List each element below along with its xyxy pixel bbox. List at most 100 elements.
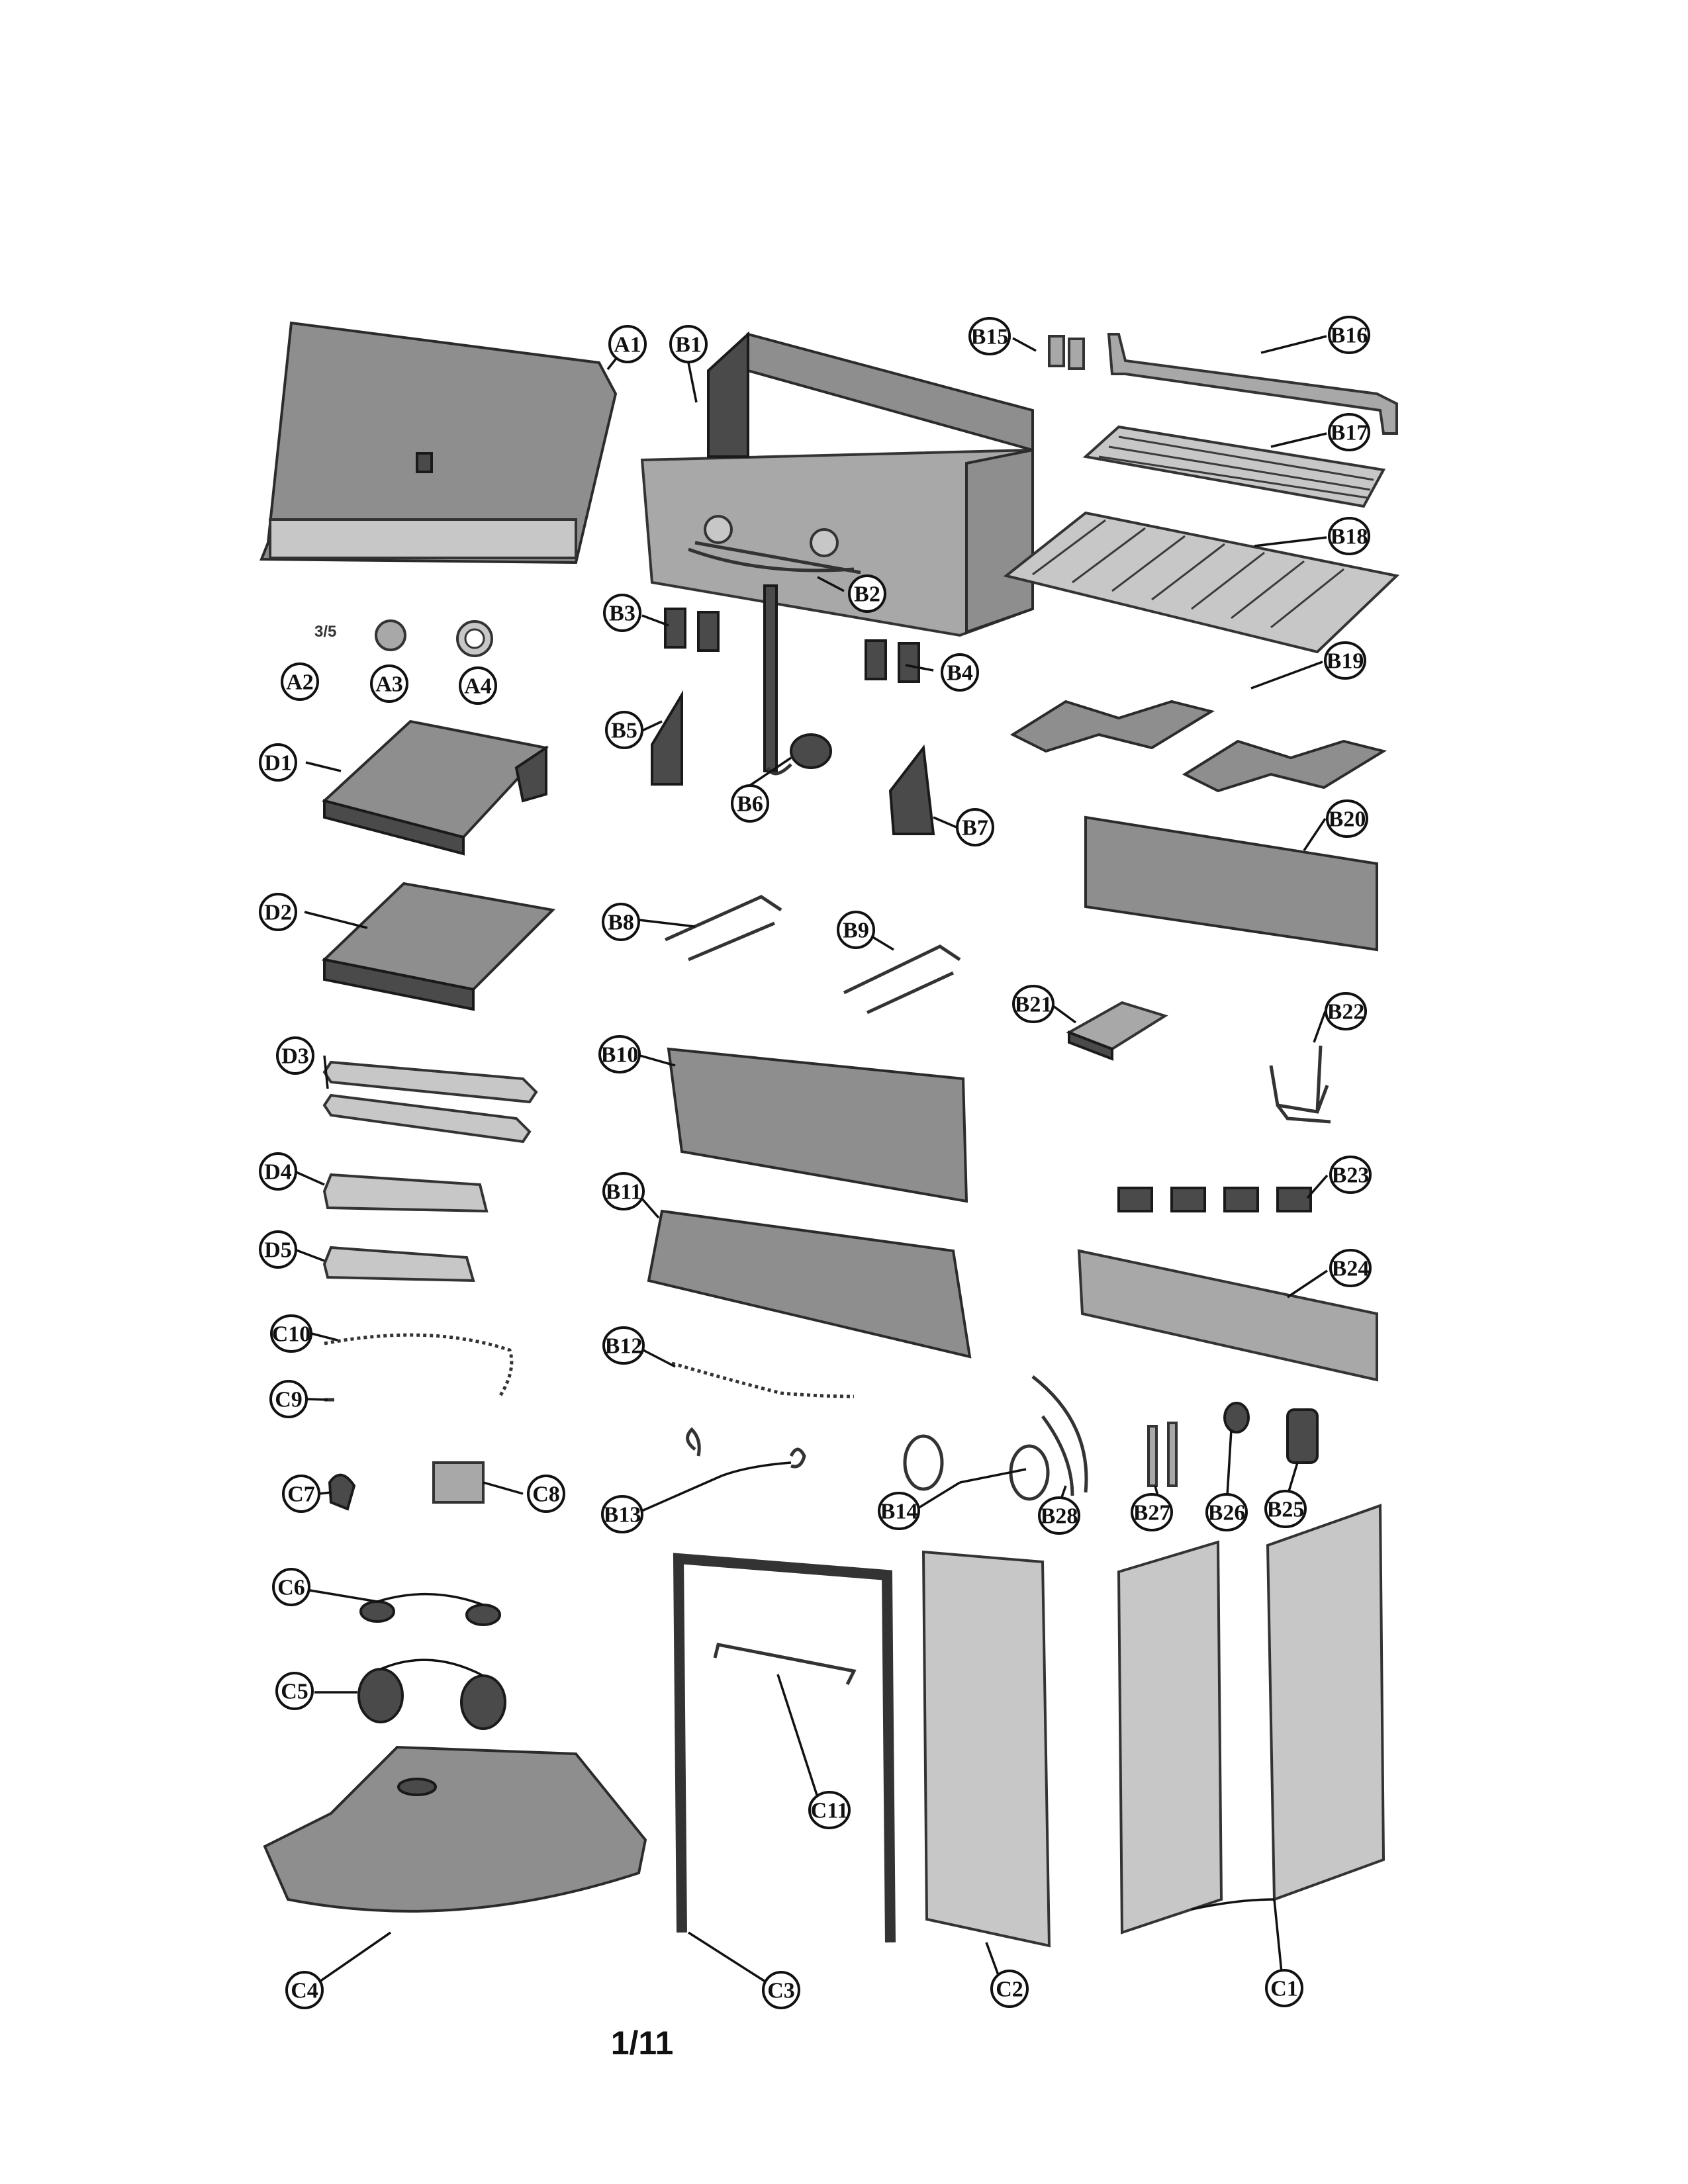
- callout-d3: D3: [276, 1036, 314, 1075]
- callout-label: C8: [532, 1482, 560, 1507]
- callout-b12: B12: [602, 1326, 645, 1365]
- callout-label: B9: [843, 919, 869, 943]
- part-a3-knob-insert: [375, 619, 406, 651]
- callout-c8: C8: [527, 1475, 565, 1513]
- callout-label: B4: [947, 661, 973, 686]
- part-b22-grease-cup-holder: [1269, 1045, 1331, 1124]
- part-b10-heat-shield: [667, 1047, 968, 1203]
- callout-label: B2: [854, 582, 880, 607]
- callout-label: B24: [1332, 1257, 1370, 1281]
- callout-label: B6: [737, 792, 763, 817]
- callout-b17: B17: [1328, 413, 1370, 451]
- part-c7-hook: [328, 1473, 356, 1511]
- callout-b20: B20: [1326, 799, 1368, 838]
- part-a4-ring: [456, 620, 493, 657]
- callout-c3: C3: [762, 1971, 800, 2009]
- callout-b6: B6: [731, 784, 769, 823]
- callout-c7: C7: [282, 1475, 320, 1513]
- part-b13-crossover-tubes: [686, 1427, 806, 1469]
- part-b7-bracket: [888, 744, 935, 835]
- callout-d5: D5: [259, 1230, 297, 1269]
- part-b18-cooking-grate: [1003, 511, 1400, 654]
- callout-b9: B9: [837, 911, 875, 949]
- part-b2-valve-manifold: [694, 541, 861, 574]
- part-b17-warming-rack: [1082, 425, 1386, 508]
- callout-b11: B11: [602, 1172, 645, 1210]
- callout-b19: B19: [1324, 641, 1366, 680]
- part-b19-heat-tents: [1009, 700, 1387, 793]
- callout-b10: B10: [598, 1035, 641, 1073]
- callout-b13: B13: [601, 1495, 643, 1533]
- callout-a3: A3: [370, 664, 408, 703]
- callout-label: C5: [281, 1680, 308, 1704]
- callout-c1: C1: [1265, 1969, 1303, 2007]
- callout-d1: D1: [259, 743, 297, 782]
- part-d2-side-burner-shelf: [321, 882, 556, 1011]
- callout-b25: B25: [1264, 1490, 1307, 1528]
- part-b11-heat-shield: [647, 1209, 972, 1359]
- callout-label: C6: [277, 1576, 305, 1600]
- part-c10-chain: [324, 1333, 514, 1398]
- part-c6-casters: [359, 1600, 501, 1626]
- callout-label: B7: [962, 816, 988, 841]
- callout-label: C2: [996, 1978, 1023, 2002]
- part-c3-door-frame: [673, 1553, 896, 1943]
- part-b14-hose-clamps: [903, 1434, 1050, 1501]
- callout-label: A1: [614, 333, 641, 357]
- part-c11-towel-bar: [713, 1643, 857, 1686]
- part-b8-burner: [664, 895, 782, 962]
- part-d1-side-shelf: [321, 719, 549, 856]
- callout-label: B23: [1332, 1163, 1370, 1188]
- callout-label: B28: [1041, 1504, 1078, 1529]
- callout-d2: D2: [259, 893, 297, 931]
- callout-label: C10: [272, 1322, 311, 1347]
- callout-b23: B23: [1329, 1156, 1372, 1194]
- callout-c6: C6: [272, 1568, 310, 1606]
- part-b5-bracket: [651, 690, 683, 786]
- part-c1-doors: [1117, 1504, 1385, 1934]
- part-d4-trim: [322, 1173, 489, 1213]
- callout-label: A3: [375, 672, 403, 697]
- callout-a1: A1: [608, 325, 647, 363]
- part-b9-burner: [843, 944, 961, 1015]
- callout-b8: B8: [602, 903, 640, 941]
- callout-label: D2: [264, 901, 292, 925]
- part-b20-rear-panel: [1084, 815, 1378, 952]
- part-c4-cart-base: [263, 1745, 647, 1913]
- callout-c5: C5: [275, 1672, 314, 1710]
- callout-b2: B2: [848, 574, 886, 613]
- callout-label: B26: [1208, 1501, 1246, 1525]
- callout-label: B15: [971, 325, 1009, 349]
- part-a1-lid: [259, 321, 618, 565]
- part-c2-door-panel: [921, 1550, 1051, 1948]
- callout-label: B3: [609, 602, 635, 626]
- callout-label: C1: [1270, 1977, 1298, 2001]
- callout-label: B20: [1329, 807, 1366, 832]
- callout-label: A2: [286, 670, 314, 695]
- callout-label: B19: [1327, 649, 1364, 674]
- callout-label: C11: [811, 1799, 849, 1823]
- callout-b28: B28: [1038, 1496, 1080, 1535]
- part-b3-ignitor-brackets: [664, 608, 720, 652]
- callout-b1: B1: [669, 325, 708, 363]
- part-d5-trim: [322, 1246, 475, 1283]
- callout-label: B14: [880, 1500, 918, 1524]
- callout-b14: B14: [878, 1492, 920, 1530]
- callout-label: B13: [604, 1503, 641, 1527]
- callout-label: C4: [291, 1979, 318, 2003]
- callout-label: B27: [1133, 1501, 1171, 1525]
- part-b16-handle: [1107, 333, 1398, 435]
- callout-b4: B4: [941, 653, 979, 692]
- callout-label: A4: [464, 674, 492, 699]
- callout-label: B10: [601, 1043, 639, 1068]
- callout-label: B21: [1015, 993, 1053, 1017]
- part-b25-igniter: [1286, 1408, 1319, 1464]
- a2-part-marking: 3/5: [314, 623, 336, 641]
- callout-c11: C11: [808, 1791, 851, 1829]
- callout-c10: C10: [270, 1314, 312, 1353]
- part-b15-clips: [1048, 335, 1085, 370]
- callout-b18: B18: [1328, 517, 1370, 555]
- callout-b22: B22: [1325, 992, 1367, 1030]
